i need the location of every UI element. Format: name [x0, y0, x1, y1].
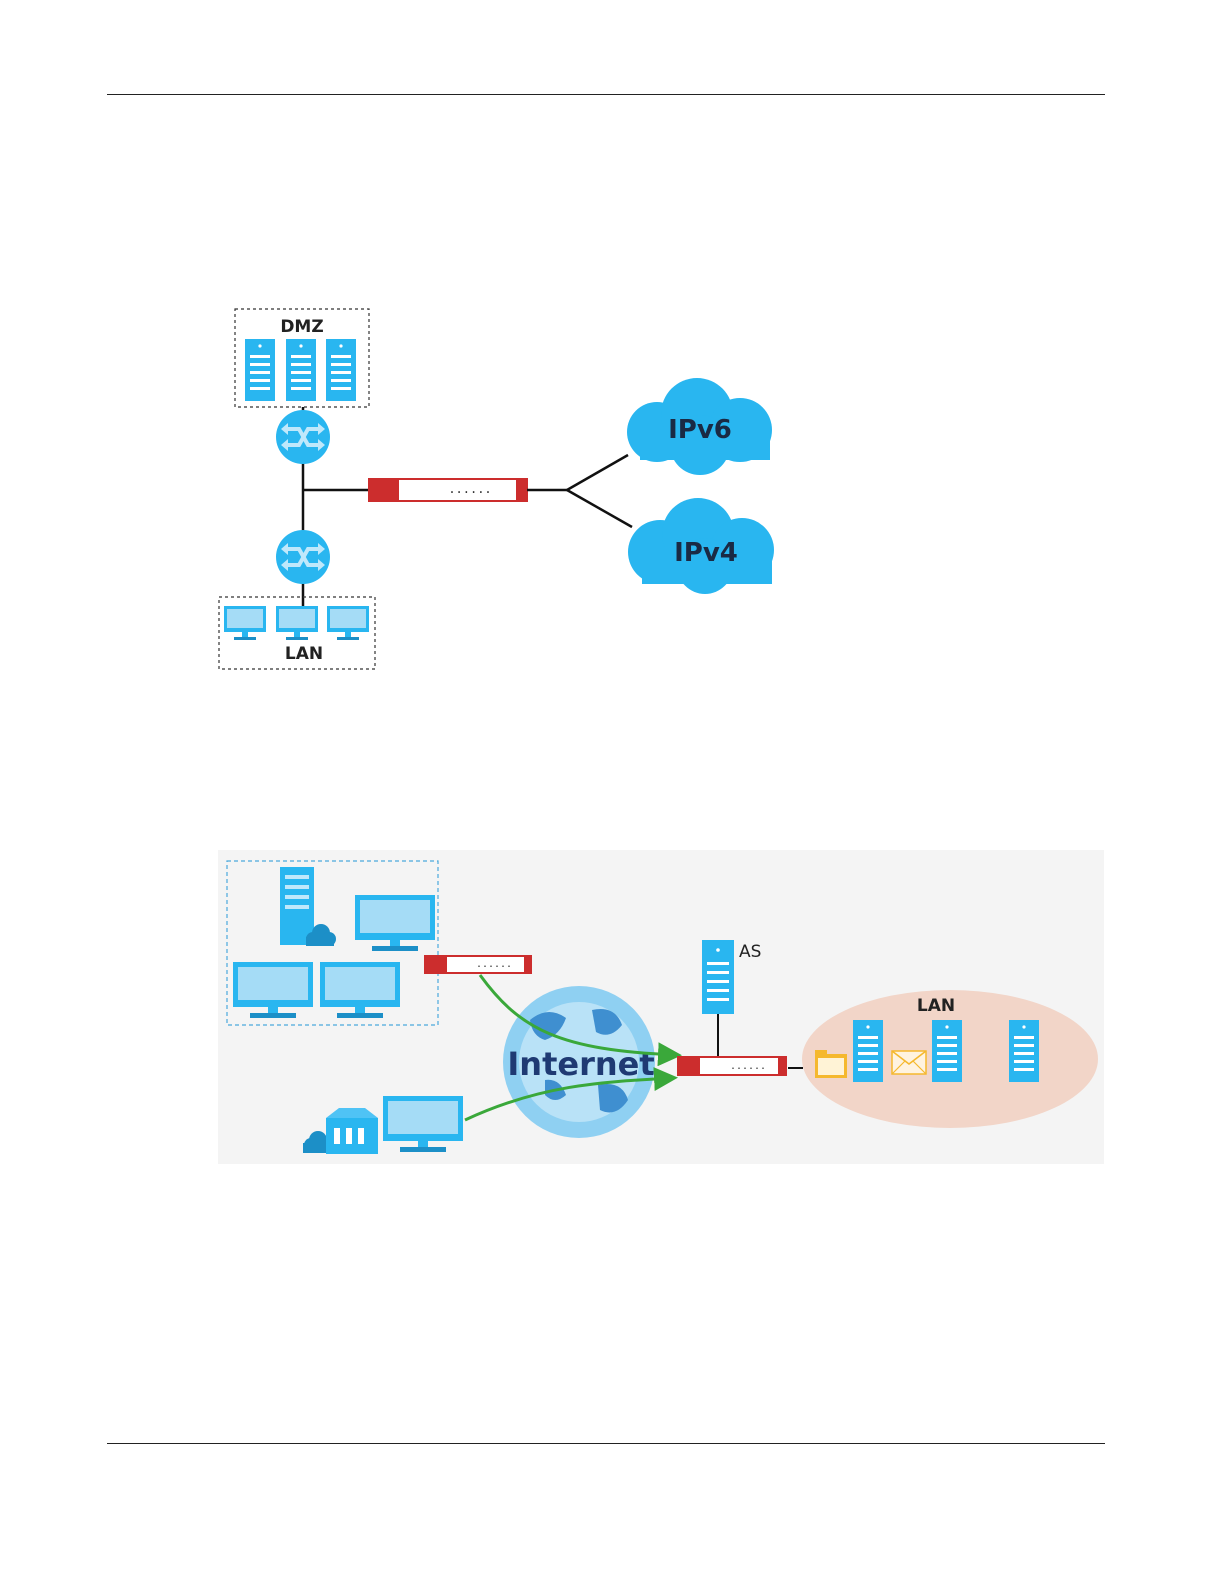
firewall-icon: ......	[369, 479, 527, 501]
dmz-server-icon	[326, 339, 356, 401]
main-firewall-icon: ......	[678, 1057, 786, 1075]
lan-server-icon	[932, 1020, 962, 1082]
dmz-server-icon	[286, 339, 316, 401]
svg-text:......: ......	[730, 1061, 766, 1072]
lan-computer-icon	[327, 606, 369, 640]
svg-text:......: ......	[476, 959, 512, 970]
lan-server-icon	[1009, 1020, 1039, 1082]
ipv6-label: IPv6	[668, 415, 732, 445]
as-label: AS	[739, 942, 761, 962]
remote-firewall-icon: ......	[425, 956, 531, 973]
mail-icon	[892, 1051, 926, 1074]
dmz-server-icon	[245, 339, 275, 401]
tower-server-icon	[280, 867, 314, 945]
folder-icon	[815, 1050, 847, 1078]
lan-label: LAN	[285, 644, 323, 664]
switch-icon	[276, 410, 330, 464]
svg-text:......: ......	[448, 482, 491, 496]
switch-icon	[276, 530, 330, 584]
lan-label: LAN	[917, 996, 955, 1016]
link-line	[567, 490, 632, 527]
ipv4-label: IPv4	[674, 538, 738, 568]
figure2: ...... Internet	[218, 850, 1104, 1164]
dmz-label: DMZ	[280, 317, 323, 337]
lan-computer-icon	[224, 606, 266, 640]
link-line	[567, 455, 628, 490]
figure1: DMZ ...... IPv6	[219, 309, 774, 669]
lan-server-icon	[853, 1020, 883, 1082]
lan-computer-icon	[276, 606, 318, 640]
as-server-icon	[702, 940, 734, 1014]
building-icon	[326, 1108, 378, 1154]
